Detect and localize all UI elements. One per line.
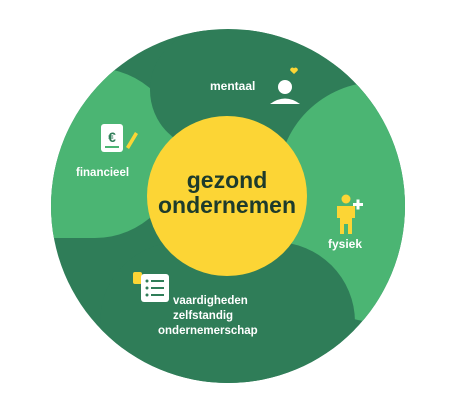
financieel-segment	[51, 68, 180, 238]
svg-text:€: €	[108, 129, 116, 145]
center-circle	[147, 116, 307, 276]
person-heart-icon	[270, 67, 300, 104]
person-plus-icon	[337, 194, 363, 234]
fysiek-segment	[278, 82, 405, 322]
vaardigheden-line3: ondernemerschap	[158, 325, 258, 337]
checklist-icon	[133, 272, 169, 302]
center-title-line1: gezond	[187, 167, 268, 193]
vaardigheden-line1: vaardigheden	[173, 295, 248, 307]
center-title-line2: ondernemen	[158, 192, 296, 218]
vaardigheden-line2: zelfstandig	[173, 310, 233, 322]
mentaal-label: mentaal	[210, 79, 255, 93]
financieel-label: financieel	[76, 167, 129, 179]
fysiek-label: fysiek	[328, 237, 362, 251]
euro-document-icon: €	[101, 124, 138, 152]
